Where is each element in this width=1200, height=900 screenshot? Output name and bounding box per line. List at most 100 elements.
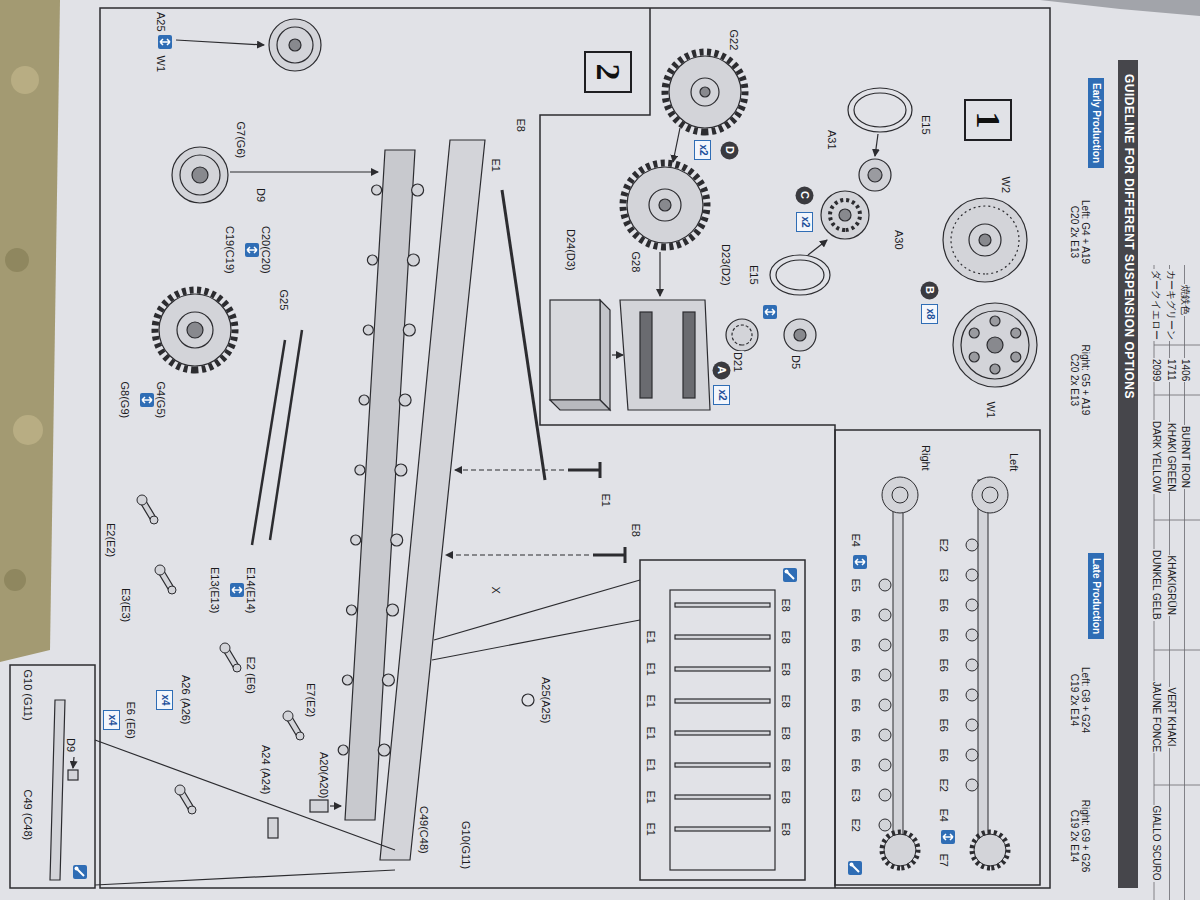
part-number: G8(G9): [119, 381, 131, 420]
rung: [675, 699, 770, 703]
label-anchor: Left: G4 + A19 C20 2x E13: [1069, 190, 1091, 274]
rung: [675, 635, 770, 639]
part-number: E6: [938, 718, 950, 733]
rung: [675, 795, 770, 799]
color-table-cell: BURNT IRON: [1181, 425, 1192, 489]
assembly-arrow: [808, 240, 827, 255]
node-text: D: [724, 146, 737, 154]
wheel-hole: [990, 364, 1000, 374]
arm-socket: [367, 255, 377, 265]
label-anchor: A25(A25): [544, 676, 556, 724]
arm-position: [879, 609, 891, 621]
color-table-cell: VERT KHAKI: [1167, 687, 1178, 748]
arm-position: [966, 719, 978, 731]
wheel-hole: [1011, 352, 1021, 362]
assembly-arrow: [455, 469, 564, 470]
part-number: E6: [850, 698, 862, 713]
idler-wheel: [269, 19, 321, 71]
label-anchor: JAUNE FONCE: [1157, 681, 1168, 754]
label-anchor: E6: [942, 628, 954, 643]
color-table-cell: 焼鉄色: [1181, 284, 1192, 316]
part-number: D21: [732, 351, 744, 373]
part-number: E15: [748, 264, 760, 286]
bump-stop: [395, 464, 407, 476]
table-rule: [1154, 650, 1200, 651]
part-number: Right: [920, 444, 932, 472]
part-number: E6: [850, 638, 862, 653]
rung: [675, 731, 770, 735]
paint-icon: [848, 861, 862, 875]
bump-stop: [407, 254, 419, 266]
fabric-pattern: [13, 415, 43, 445]
part-number: E3(E3): [120, 587, 132, 623]
color-table-cell: 2099: [1152, 358, 1163, 382]
label-anchor: G8(G9): [123, 381, 135, 420]
label-anchor: D21: [736, 351, 748, 373]
label-anchor: VERT KHAKI: [1172, 687, 1183, 748]
detail-leader: [434, 580, 640, 640]
part-number: E14(E14): [245, 566, 257, 614]
option-parts-note: Right: G5 + A19 C20 2x E13: [1069, 338, 1091, 422]
node-text: x2: [799, 216, 811, 227]
wheel-cap: [839, 209, 851, 221]
road-wheel: [953, 303, 1037, 387]
color-table-cell: ダークイエロー: [1152, 269, 1163, 341]
label-anchor: E8: [784, 662, 796, 677]
bump-stop: [399, 394, 411, 406]
label-anchor: W2: [1004, 176, 1016, 195]
idler-disc: [726, 319, 758, 351]
wheel-hole: [1011, 328, 1021, 338]
detail-frame: [640, 560, 805, 880]
tyre-ring-inner: [854, 93, 906, 127]
label-anchor: E8: [784, 790, 796, 805]
small-ring-part: [522, 694, 534, 706]
part-number: E7: [938, 853, 950, 868]
label-anchor: E3(E3): [124, 587, 136, 623]
step-2-arrows: [73, 40, 640, 885]
swing-arm: [175, 785, 196, 814]
label-anchor: 1711: [1172, 358, 1183, 382]
tyre-ring: [848, 88, 912, 132]
road-wheel: [943, 198, 1027, 282]
option-tag: Early Production: [1088, 78, 1104, 168]
label-anchor: E8: [784, 822, 796, 837]
assembly-arrow: [612, 354, 623, 355]
arm-position: [879, 579, 891, 591]
idler-centre: [289, 39, 301, 51]
part-number: E8: [780, 662, 792, 677]
label-anchor: E4: [942, 808, 954, 823]
step-divider: [540, 8, 835, 888]
arm-socket: [363, 325, 373, 335]
part-number: E1: [645, 726, 657, 741]
part-number: E8: [780, 630, 792, 645]
color-table-cell: GIALLO SCURO: [1152, 805, 1163, 882]
bump-stop: [378, 744, 390, 756]
label-anchor: C20(C20): [264, 225, 276, 275]
option-tag: Late Production: [1088, 553, 1104, 639]
part-number: E8: [780, 694, 792, 709]
part-number: E8: [630, 523, 642, 538]
arm-socket: [372, 185, 382, 195]
part-number: E6: [850, 728, 862, 743]
bump-stop: [403, 324, 415, 336]
label-anchor: E1: [649, 758, 661, 773]
part-number: A31: [826, 129, 838, 151]
quantity-box: x4: [104, 710, 121, 730]
part-number: E15: [920, 114, 932, 136]
part-number: E1: [490, 158, 502, 173]
part-number: E1: [645, 758, 657, 773]
label-anchor: E2(E2): [109, 522, 121, 558]
detail-leader: [95, 870, 395, 885]
arm-position: [879, 789, 891, 801]
hull-bottom: [670, 590, 775, 870]
part-number: W2: [1000, 176, 1012, 195]
label-anchor: E1: [494, 158, 506, 173]
idler-wheel: [882, 477, 918, 513]
sprocket-hub: [177, 312, 213, 348]
label-anchor: E5: [854, 578, 866, 593]
paint-icon: [73, 865, 87, 879]
rung: [675, 667, 770, 671]
label-anchor: E3: [854, 788, 866, 803]
